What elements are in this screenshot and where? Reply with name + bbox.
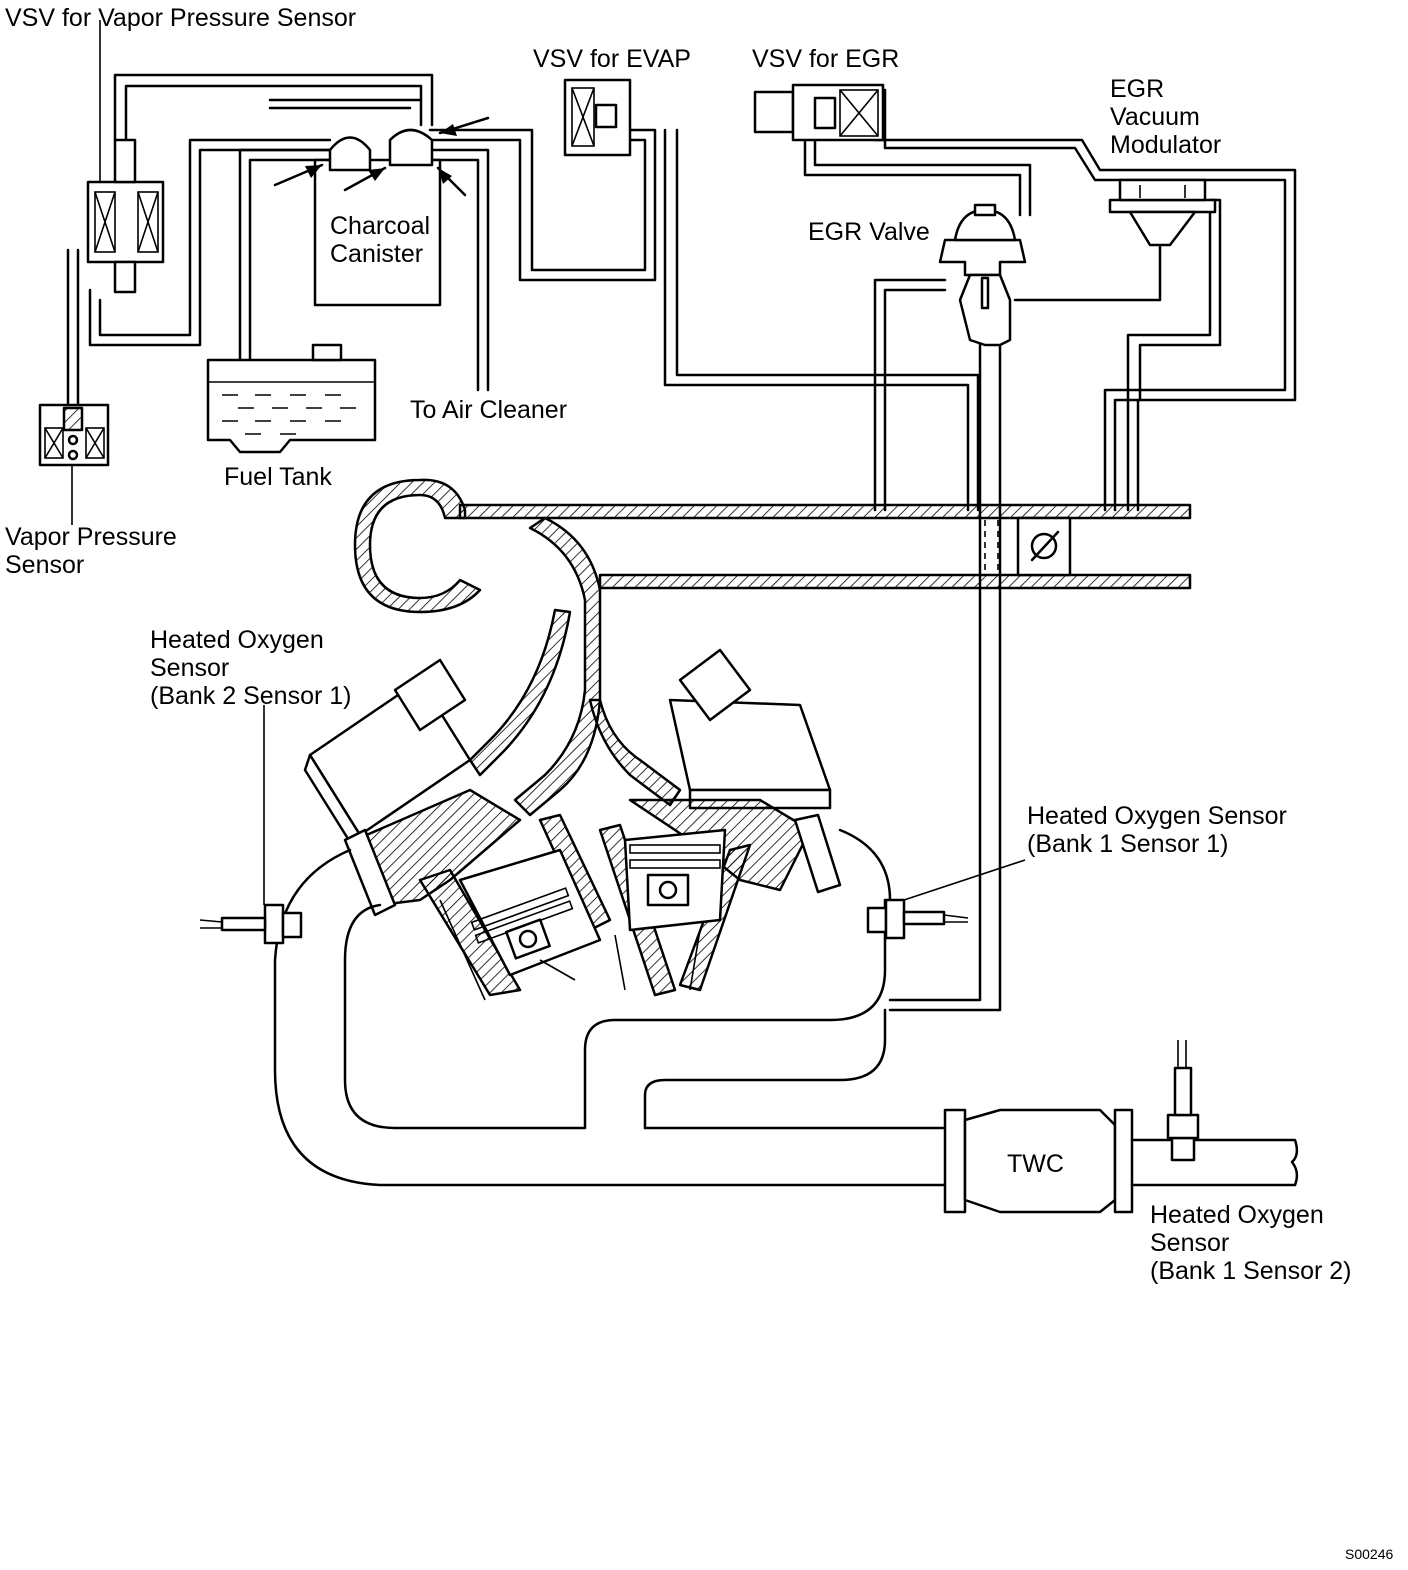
label-egr-modulator: EGR Vacuum Modulator [1110,75,1221,159]
label-egr-modulator-line-2: Vacuum [1110,103,1200,131]
label-ho2-bank1-s1: Heated Oxygen Sensor (Bank 1 Sensor 1) [1027,802,1287,858]
label-fuel-tank: Fuel Tank [224,463,332,491]
vsv-egr-valve [753,83,885,142]
label-egr-modulator-line-3: Modulator [1110,131,1222,159]
vapor-pressure-sensor [38,403,110,525]
egr-valve [938,203,1027,347]
figure-id: S00246 [1345,1546,1394,1562]
label-vsv-evap: VSV for EVAP [533,45,691,73]
vacuum-hoses [66,73,1297,1012]
label-charcoal-canister-line-1: Charcoal [330,212,431,240]
oxygen-sensor-bank1-s1 [866,859,1026,940]
label-charcoal-canister-line-2: Canister [330,240,424,268]
label-egr-valve: EGR Valve [808,218,930,246]
charcoal-canister [273,116,490,307]
label-ho2-bank2-s1: Heated Oxygen Sensor (Bank 2 Sensor 1) [150,626,352,710]
label-ho2-bank1-s2-line-3: (Bank 1 Sensor 2) [1150,1257,1352,1285]
label-vapor-pressure-sensor: Vapor Pressure Sensor [5,523,177,579]
label-twc: TWC [1007,1150,1064,1178]
label-charcoal-canister: Charcoal Canister [330,212,430,268]
label-ho2-bank2-s1-line-2: Sensor [150,654,230,682]
label-ho2-bank1-s2-line-1: Heated Oxygen [1150,1201,1324,1229]
exhaust-system [273,828,1299,1214]
egr-vacuum-modulator [1108,178,1217,247]
fuel-tank [206,343,377,454]
label-ho2-bank1-s1-line-2: (Bank 1 Sensor 1) [1027,830,1229,858]
label-egr-modulator-line-1: EGR [1110,75,1165,103]
oxygen-sensor-bank1-s2 [1166,1040,1200,1162]
vsv-evap-valve [563,78,632,157]
label-vsv-egr: VSV for EGR [752,45,900,73]
label-vapor-pressure-sensor-line-2: Sensor [5,551,85,579]
label-ho2-bank1-s2-line-2: Sensor [1150,1229,1230,1257]
label-ho2-bank2-s1-line-3: (Bank 2 Sensor 1) [150,682,352,710]
label-vapor-pressure-sensor-line-1: Vapor Pressure [5,523,177,551]
intake-runners [468,516,682,817]
intake-manifold [353,478,1192,614]
oxygen-sensor-bank2-s1 [199,705,303,945]
label-ho2-bank1-s1-line-1: Heated Oxygen Sensor [1027,802,1287,830]
label-to-air-cleaner: To Air Cleaner [410,396,568,424]
label-vsv-vapor: VSV for Vapor Pressure Sensor [5,4,357,32]
label-ho2-bank1-s2: Heated Oxygen Sensor (Bank 1 Sensor 2) [1150,1201,1352,1285]
engine-block [303,648,842,1001]
vsv-vapor-pressure-valve [86,20,165,294]
label-ho2-bank2-s1-line-1: Heated Oxygen [150,626,324,654]
